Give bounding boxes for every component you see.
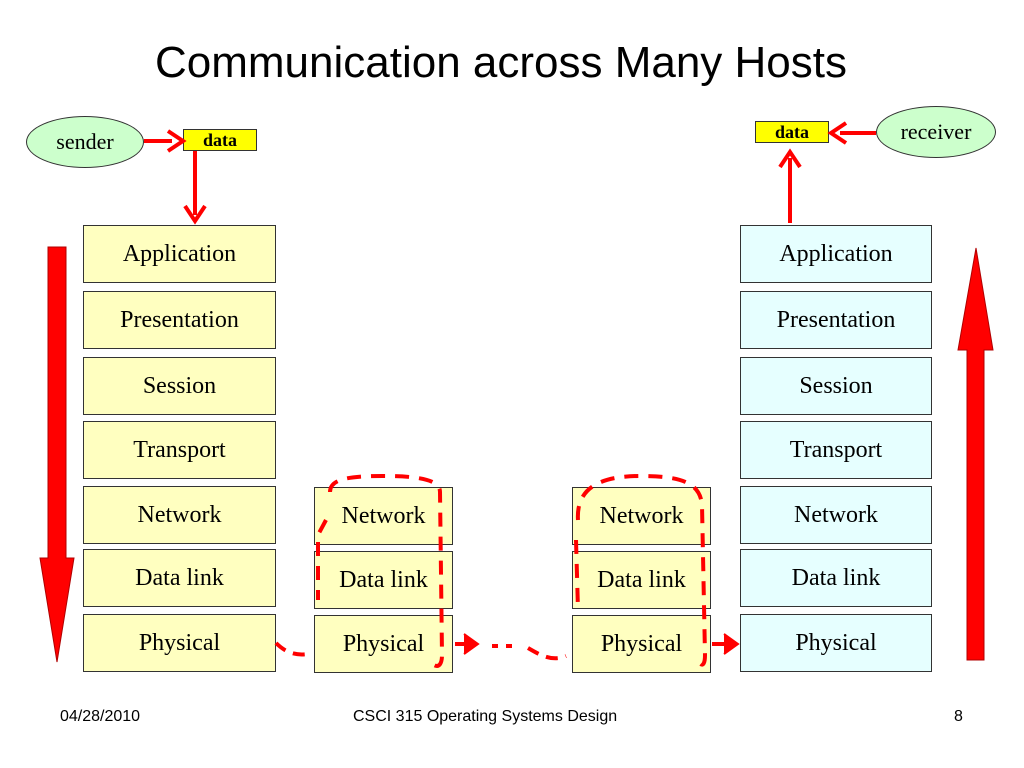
physical-link-router2-receiver [712, 633, 740, 655]
receiver-layer-application: Application [740, 225, 932, 283]
router1-layer-physical: Physical [314, 615, 453, 673]
sender-layer-transport: Transport [83, 421, 276, 479]
footer-date: 04/28/2010 [60, 708, 141, 725]
sender-layer-presentation: Presentation [83, 291, 276, 349]
router2-layer-network: Network [572, 487, 711, 545]
receiver-layer-data-link: Data link [740, 549, 932, 607]
big-down-arrow [39, 246, 75, 663]
slide-title: Communication across Many Hosts [154, 38, 847, 87]
application-to-data-arrow [778, 148, 802, 223]
receiver-to-data-arrow [827, 121, 876, 145]
footer-page-number: 8 [954, 708, 963, 725]
big-up-arrow [957, 247, 994, 661]
receiver-layer-network: Network [740, 486, 932, 544]
sender-layer-session: Session [83, 357, 276, 415]
router1-dashed-left [316, 519, 328, 600]
sender-to-data-arrow [144, 129, 187, 153]
receiver-layer-physical: Physical [740, 614, 932, 672]
physical-link-sender-router1 [274, 641, 309, 657]
data-box-sender: data [183, 129, 257, 151]
receiver-layer-session: Session [740, 357, 932, 415]
receiver-layer-presentation: Presentation [740, 291, 932, 349]
router1-layer-data-link: Data link [314, 551, 453, 609]
footer-course: CSCI 315 Operating Systems Design [353, 708, 618, 725]
sender-layer-physical: Physical [83, 614, 276, 672]
sender-oval: sender [26, 116, 144, 168]
sender-layer-network: Network [83, 486, 276, 544]
receiver-layer-transport: Transport [740, 421, 932, 479]
router2-layer-physical: Physical [572, 615, 711, 673]
receiver-oval: receiver [876, 106, 996, 158]
router2-layer-data-link: Data link [572, 551, 711, 609]
physical-link-router1-router2 [455, 633, 567, 661]
router2-dashed-left [574, 539, 580, 611]
router1-layer-network: Network [314, 487, 453, 545]
router2-dashed-outline [575, 473, 708, 667]
sender-layer-application: Application [83, 225, 276, 283]
router1-dashed-outline [328, 473, 445, 668]
data-to-application-arrow [183, 151, 207, 225]
sender-layer-data-link: Data link [83, 549, 276, 607]
data-box-receiver: data [755, 121, 829, 143]
